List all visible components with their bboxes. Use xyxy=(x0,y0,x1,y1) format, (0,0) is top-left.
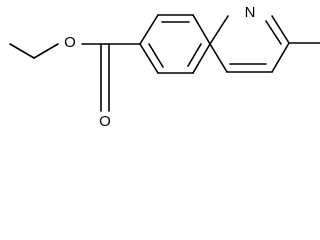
bond-c6-c5 xyxy=(139,43,159,74)
bond-c6-c5-double xyxy=(148,43,164,68)
carbonyl-oxygen-atom-label: O xyxy=(99,113,111,130)
ethyl-ester-group xyxy=(9,43,141,112)
nitrogen-atom-label: N xyxy=(245,4,256,21)
bond-ethyl-ch2-ch3 xyxy=(9,43,35,59)
bond-ether-o-ethyl-ch2 xyxy=(33,43,59,59)
bond-n1-c2-double xyxy=(265,20,282,45)
bond-c7-c6 xyxy=(139,14,159,45)
bond-c8a-c8 xyxy=(192,14,211,45)
ester-oxygen-atom-label: O xyxy=(64,34,76,51)
benzene-ring xyxy=(139,14,211,74)
bond-c2-c3 xyxy=(271,42,290,73)
bond-c4-c4a xyxy=(209,43,228,73)
molecule-structure: N O O xyxy=(9,4,320,130)
bond-c4a-c8a xyxy=(192,43,211,74)
pyridine-ring xyxy=(209,15,320,73)
bond-c8a-n1 xyxy=(209,15,229,45)
chemical-structure-diagram: N O O xyxy=(9,3,320,130)
bond-c4a-c8a-double xyxy=(187,43,202,67)
bond-n1-c2 xyxy=(271,15,290,44)
